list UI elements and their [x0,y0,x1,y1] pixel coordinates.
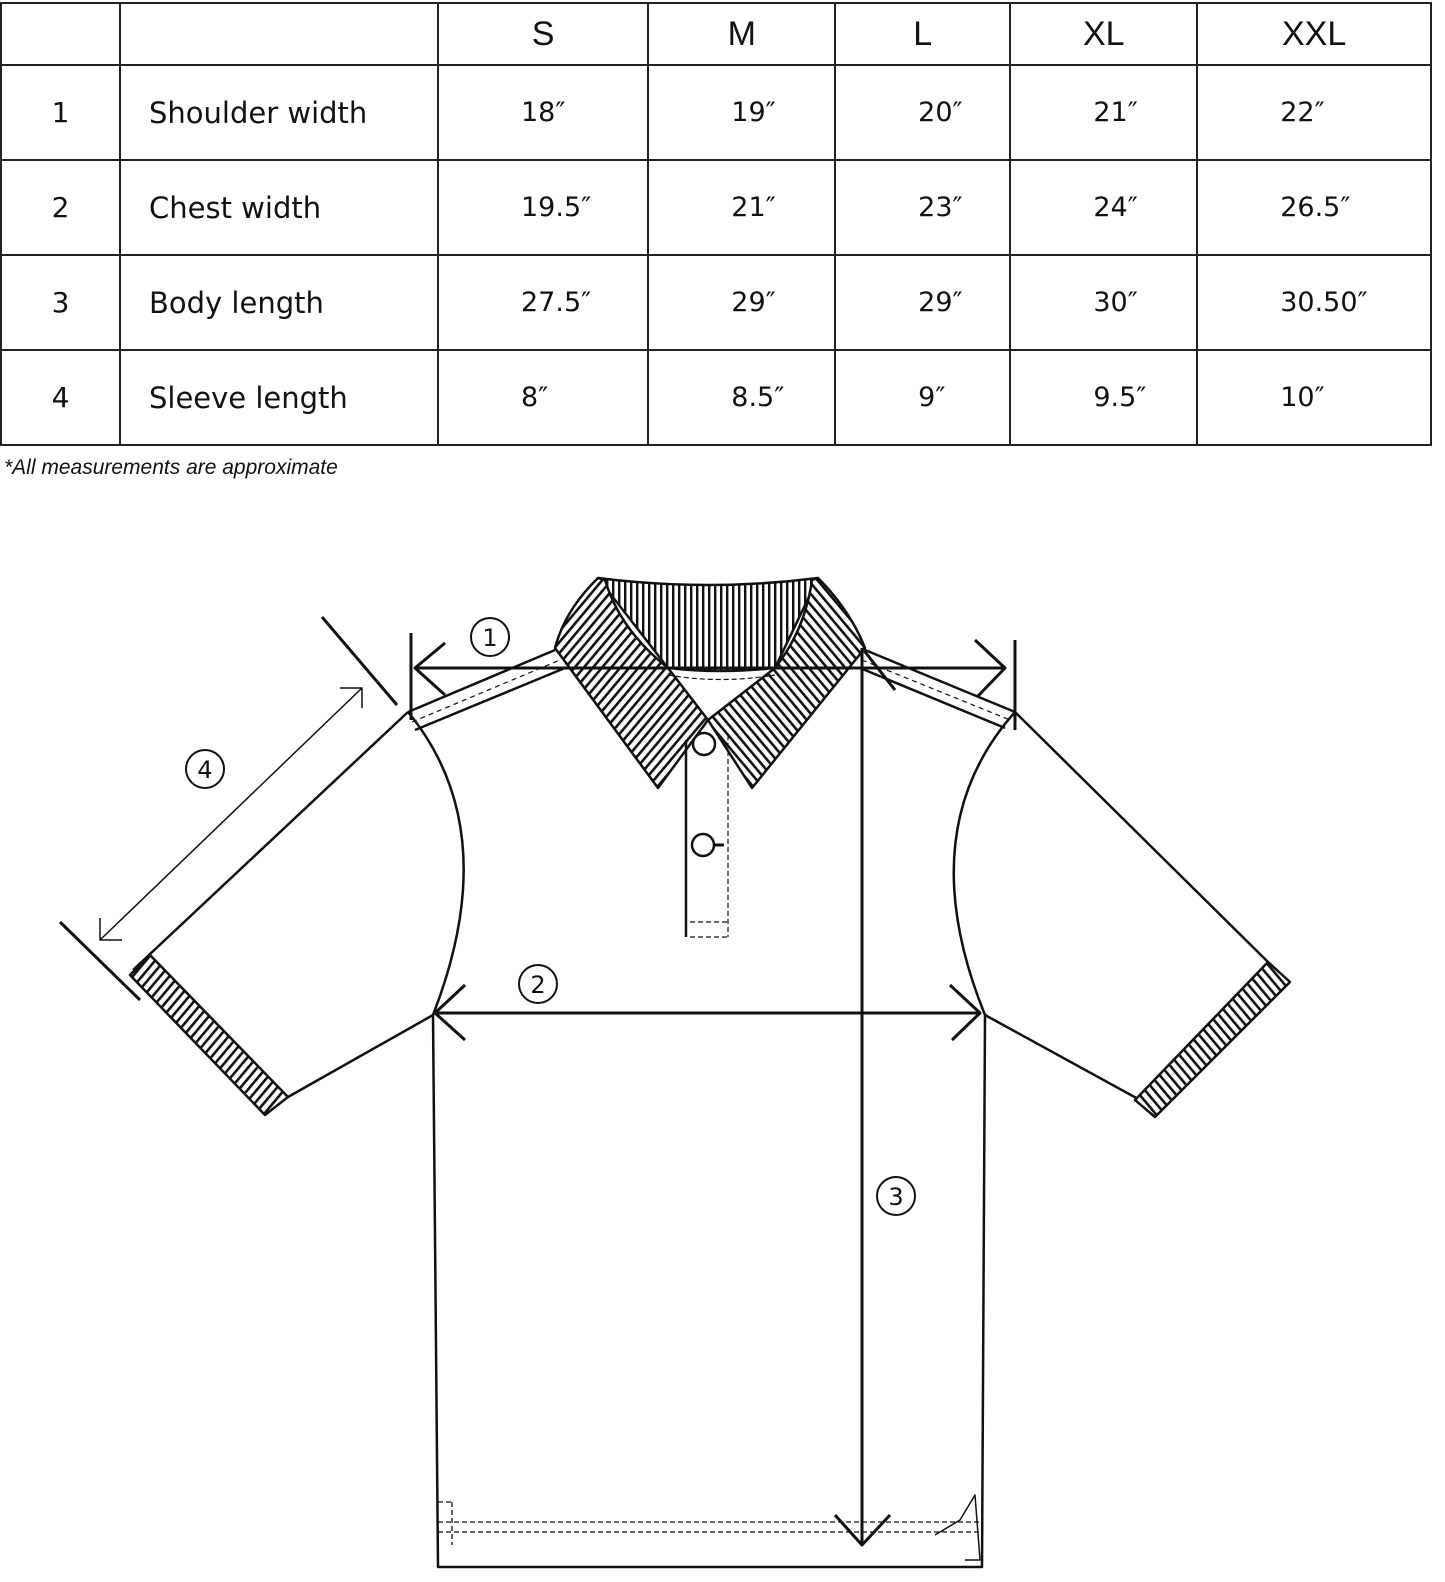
cell-value: 9.5″ [1009,349,1199,446]
row-number: 2 [0,159,121,256]
header-empty-num [0,2,121,66]
row-number: 3 [0,254,121,351]
collar-right-wing [706,576,867,790]
shirt-body [431,1014,987,1569]
cell-value: 27.5″ [436,254,650,351]
cell-value: 21″ [1009,64,1199,161]
cell-value: 30″ [1009,254,1199,351]
cell-value: 23″ [834,159,1012,256]
left-cuff [128,953,290,1117]
right-cuff [1133,960,1292,1119]
marker-4-label: 4 [197,756,212,784]
table-row: 3 Body length 27.5″ 29″ 29″ 30″ 30.50″ [0,254,1432,351]
button [690,832,716,858]
cell-value: 9″ [834,349,1012,446]
shoulder-width-arrow [409,633,1017,730]
size-header-m: M [647,2,837,66]
marker-3-circle [876,1176,916,1216]
row-label: Chest width [119,159,439,256]
chest-width-arrow [433,983,982,1042]
row-label: Body length [119,254,439,351]
table-header-row: S M L XL XXL [0,2,1432,66]
size-header-s: S [436,2,650,66]
cell-value: 18″ [436,64,650,161]
table-row: 4 Sleeve length 8″ 8.5″ 9″ 9.5″ 10″ [0,349,1432,446]
button [691,731,717,757]
hem-stitching [438,1501,982,1545]
cell-value: 20″ [834,64,1012,161]
cell-value: 19″ [647,64,837,161]
marker-3-label: 3 [888,1183,903,1211]
size-chart-table: S M L XL XXL 1 Shoulder width 18″ 19″ 20… [0,2,1432,446]
cell-value: 19.5″ [436,159,650,256]
cell-value: 26.5″ [1196,159,1432,256]
cell-value: 10″ [1196,349,1432,446]
cell-value: 30.50″ [1196,254,1432,351]
header-empty-label [119,2,439,66]
size-header-xl: XL [1009,2,1199,66]
table-row: 2 Chest width 19.5″ 21″ 23″ 24″ 26.5″ [0,159,1432,256]
marker-4-circle [185,749,225,789]
right-shoulder-seam [859,648,1016,730]
marker-2-label: 2 [530,971,545,999]
left-shoulder-seam [407,648,566,732]
right-sleeve [984,711,1269,1102]
row-number: 1 [0,64,121,161]
left-armhole [407,711,465,1016]
marker-1-label: 1 [482,624,497,652]
body-length-arrow [833,647,897,1547]
cell-value: 21″ [647,159,837,256]
marker-2-circle [518,964,558,1004]
row-label: Sleeve length [119,349,439,446]
left-sleeve [132,711,434,1099]
cell-value: 29″ [834,254,1012,351]
size-header-xxl: XXL [1196,2,1432,66]
marker-1-circle [470,617,510,657]
cell-value: 8.5″ [647,349,837,446]
row-number: 4 [0,349,121,446]
table-row: 1 Shoulder width 18″ 19″ 20″ 21″ 22″ [0,64,1432,161]
cell-value: 24″ [1009,159,1199,256]
cell-value: 8″ [436,349,650,446]
size-header-l: L [834,2,1012,66]
collar-left-wing [553,576,710,790]
measurement-note: *All measurements are approximate [4,456,338,479]
cell-value: 29″ [647,254,837,351]
row-label: Shoulder width [119,64,439,161]
right-armhole [952,711,1016,1016]
cell-value: 22″ [1196,64,1432,161]
sleeve-length-arrow [99,687,363,941]
